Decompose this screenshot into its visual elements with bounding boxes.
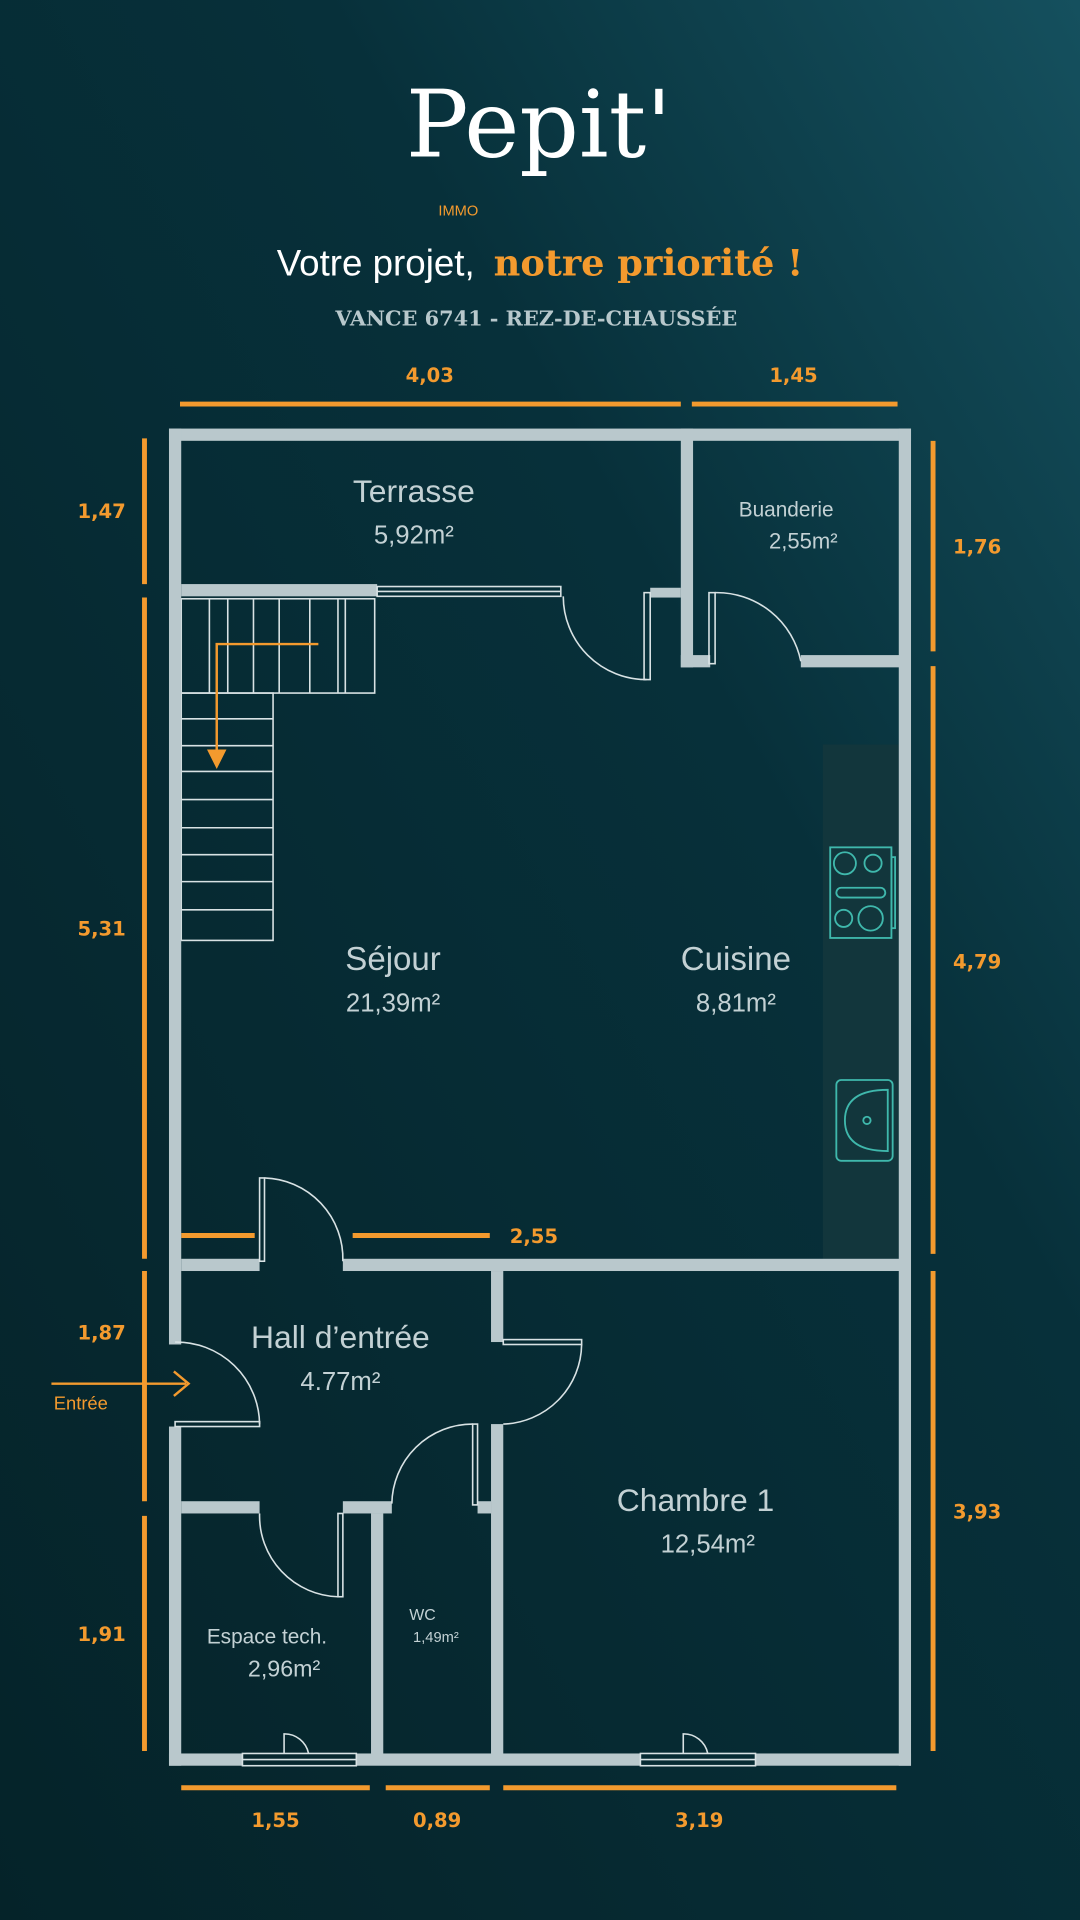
- door-tech: [258, 1512, 344, 1598]
- logo: Pepit' IMMO: [406, 71, 672, 220]
- logo-sub: IMMO: [438, 204, 478, 220]
- room-cuisine-area: 8,81m²: [696, 989, 776, 1017]
- dim-right-1: 1,76: [953, 535, 1001, 558]
- room-wc-area: 1,49m²: [413, 1630, 459, 1646]
- door-chambre: [502, 1338, 583, 1425]
- door-entree: [174, 1341, 261, 1428]
- room-sejour-name: Séjour: [345, 941, 441, 978]
- stove-icon: [829, 846, 897, 939]
- room-hall-area: 4.77m²: [300, 1368, 380, 1396]
- room-sejour-area: 21,39m²: [346, 989, 441, 1017]
- dim-left-1: 1,47: [77, 500, 125, 523]
- room-hall-name: Hall d’entrée: [251, 1319, 430, 1355]
- dim-right-3: 3,93: [953, 1500, 1001, 1523]
- logo-wordmark: Pepit': [406, 71, 672, 179]
- dim-left-4: 1,91: [77, 1623, 125, 1646]
- dim-inner: 2,55: [510, 1225, 558, 1248]
- walls: [168, 428, 912, 1766]
- dim-left-2: 5,31: [77, 918, 125, 941]
- dim-top-2: 1,45: [769, 364, 817, 387]
- entry-label: Entrée: [54, 1392, 108, 1413]
- door-terrasse: [562, 591, 651, 681]
- page-subtitle: VANCE 6741 - REZ-DE-CHAUSSÉE: [334, 306, 737, 331]
- room-tech-name: Espace tech.: [207, 1625, 327, 1648]
- staircase: [180, 597, 376, 942]
- sink-icon: [835, 1079, 894, 1162]
- title-part-1: Votre projet,: [277, 243, 475, 284]
- room-tech-area: 2,96m²: [248, 1655, 321, 1681]
- room-chambre-name: Chambre 1: [617, 1482, 774, 1518]
- door-wc: [391, 1423, 479, 1506]
- room-buanderie-name: Buanderie: [739, 499, 834, 522]
- room-wc-name: WC: [409, 1607, 436, 1624]
- stair-direction-arrow: [206, 642, 319, 769]
- window-tech: [241, 1733, 358, 1767]
- dim-bottom-2: 0,89: [413, 1809, 461, 1832]
- entry-arrowhead-icon: [173, 1370, 191, 1397]
- room-terrasse-area: 5,92m²: [374, 522, 454, 550]
- dim-bottom-1: 1,55: [251, 1809, 299, 1832]
- dim-left-3: 1,87: [77, 1322, 125, 1345]
- dimension-lines: [142, 401, 936, 1791]
- page-title: Votre projet, notre priorité !: [277, 242, 804, 285]
- room-terrasse-name: Terrasse: [353, 473, 475, 509]
- title-part-2: notre priorité !: [494, 242, 804, 285]
- window-chambre: [639, 1733, 757, 1767]
- door-sejour: [258, 1177, 344, 1263]
- openings: [174, 585, 802, 1767]
- room-cuisine-name: Cuisine: [681, 941, 791, 978]
- door-buanderie: [708, 591, 802, 665]
- dim-top-1: 4,03: [406, 364, 454, 387]
- dim-right-2: 4,79: [953, 951, 1001, 974]
- room-buanderie-area: 2,55m²: [769, 529, 838, 554]
- dim-bottom-3: 3,19: [675, 1809, 723, 1832]
- kitchen-counter: [822, 744, 899, 1259]
- room-chambre-area: 12,54m²: [661, 1531, 756, 1559]
